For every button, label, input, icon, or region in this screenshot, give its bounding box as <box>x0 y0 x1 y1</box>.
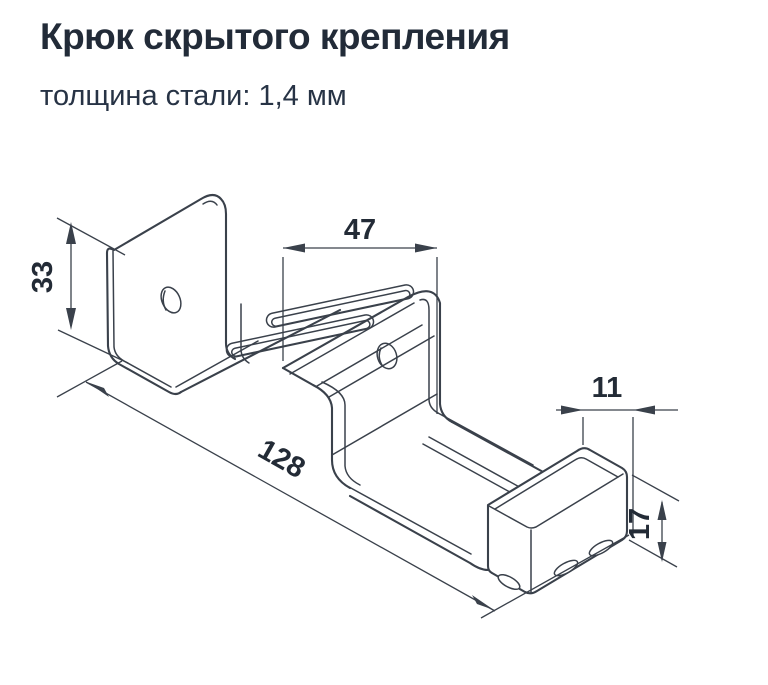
dim-label-11: 11 <box>592 372 623 404</box>
dim-label-47: 47 <box>344 214 376 246</box>
dimension-33: 33 <box>27 217 129 364</box>
lower-rail <box>348 412 547 572</box>
dimension-11: 11 <box>556 372 678 536</box>
drop-hole <box>376 342 398 370</box>
page-title: Крюк скрытого крепления <box>40 16 510 57</box>
crimp <box>553 559 579 577</box>
dimension-17: 17 <box>624 474 680 568</box>
slot-far <box>265 284 415 328</box>
dimension-47: 47 <box>282 214 438 414</box>
mounting-hole <box>160 286 182 314</box>
crimp <box>497 573 521 591</box>
end-block <box>486 447 629 595</box>
crimp <box>588 539 614 557</box>
dim-label-33: 33 <box>27 261 59 293</box>
page-subtitle: толщина стали: 1,4 мм <box>40 80 347 112</box>
dim-label-17: 17 <box>624 508 656 540</box>
dim-label-128: 128 <box>252 433 310 485</box>
top-plate <box>225 284 454 490</box>
slot-near <box>225 314 375 358</box>
back-plate <box>105 193 342 396</box>
